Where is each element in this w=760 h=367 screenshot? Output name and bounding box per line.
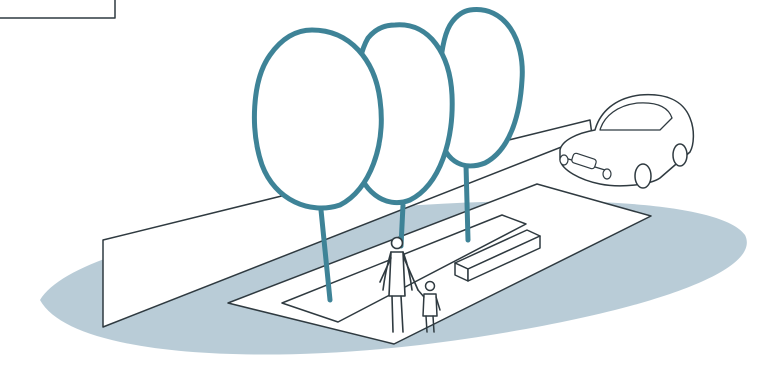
corner-panel: [0, 0, 116, 19]
tree-canopy-back: [436, 7, 525, 169]
child-figure: [417, 280, 441, 333]
tree-canopy-front: [252, 27, 384, 211]
tree-canopies: [252, 7, 525, 211]
car: [559, 93, 695, 189]
adult-figure: [379, 236, 419, 333]
tree-canopy-middle: [351, 22, 455, 206]
bench: [454, 229, 541, 282]
